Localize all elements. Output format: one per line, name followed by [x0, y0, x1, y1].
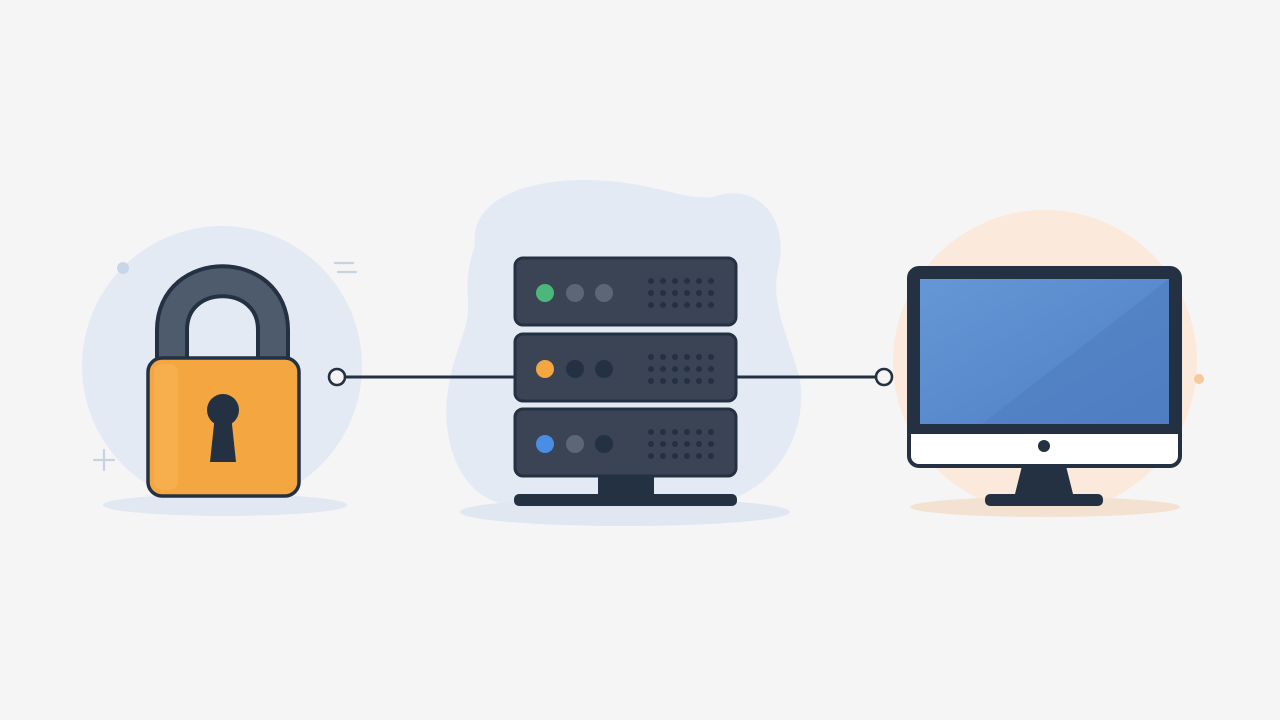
vent-hole — [648, 366, 654, 372]
vent-hole — [684, 453, 690, 459]
vent-hole — [684, 290, 690, 296]
connector-node — [327, 367, 347, 387]
vent-hole — [708, 278, 714, 284]
status-led-off — [595, 435, 613, 453]
status-led-green — [536, 284, 554, 302]
vent-hole — [648, 290, 654, 296]
vent-hole — [696, 278, 702, 284]
vent-hole — [684, 354, 690, 360]
status-led-off — [566, 435, 584, 453]
vent-hole — [672, 302, 678, 308]
vent-hole — [672, 378, 678, 384]
vent-hole — [672, 441, 678, 447]
status-led-off — [595, 284, 613, 302]
vent-hole — [648, 429, 654, 435]
vent-hole — [684, 366, 690, 372]
vent-grid — [648, 354, 714, 384]
vent-hole — [708, 354, 714, 360]
vent-hole — [696, 453, 702, 459]
lock-shadow — [103, 494, 347, 516]
server-rack-icon — [513, 256, 738, 506]
vent-hole — [648, 278, 654, 284]
monitor-stand-neck — [1014, 466, 1074, 498]
connector-node — [874, 367, 894, 387]
vent-hole — [684, 278, 690, 284]
server-unit-top — [513, 256, 738, 327]
vent-hole — [648, 453, 654, 459]
vent-hole — [660, 302, 666, 308]
vent-hole — [660, 354, 666, 360]
keyhole-icon — [207, 394, 239, 462]
vent-hole — [660, 290, 666, 296]
vent-hole — [648, 302, 654, 308]
vent-hole — [648, 441, 654, 447]
decor-dot — [117, 262, 129, 274]
monitor-shadow — [910, 497, 1180, 517]
vent-hole — [696, 366, 702, 372]
vent-hole — [672, 366, 678, 372]
vent-hole — [696, 378, 702, 384]
vent-hole — [696, 441, 702, 447]
power-button-icon — [1038, 440, 1050, 452]
vent-hole — [708, 453, 714, 459]
connector-server-client — [730, 367, 894, 387]
vent-hole — [708, 302, 714, 308]
vent-hole — [648, 354, 654, 360]
vent-hole — [672, 453, 678, 459]
server-stand-base — [514, 494, 737, 506]
vent-hole — [672, 354, 678, 360]
vent-hole — [672, 278, 678, 284]
server-unit-bottom — [513, 407, 738, 478]
decor-dash-icon — [333, 261, 358, 274]
vent-hole — [696, 354, 702, 360]
vent-hole — [684, 378, 690, 384]
vent-hole — [708, 441, 714, 447]
vent-grid — [648, 278, 714, 308]
server-stand-neck — [598, 476, 654, 496]
vent-hole — [660, 453, 666, 459]
vent-hole — [708, 290, 714, 296]
vent-hole — [684, 429, 690, 435]
monitor-stand-base — [985, 494, 1103, 506]
desktop-monitor-icon — [907, 266, 1182, 506]
vent-hole — [708, 366, 714, 372]
status-led-blue — [536, 435, 554, 453]
vent-hole — [672, 429, 678, 435]
status-led-off — [566, 284, 584, 302]
vent-hole — [708, 378, 714, 384]
vent-hole — [696, 429, 702, 435]
vent-hole — [660, 441, 666, 447]
status-led-off — [566, 360, 584, 378]
server-unit-middle — [513, 332, 738, 403]
vent-grid — [648, 429, 714, 459]
vent-hole — [708, 429, 714, 435]
status-led-off — [595, 360, 613, 378]
vent-hole — [660, 278, 666, 284]
connector-lock-server — [327, 367, 520, 387]
vent-hole — [660, 366, 666, 372]
decor-plus-icon — [92, 448, 116, 472]
vent-hole — [696, 290, 702, 296]
status-led-orange — [536, 360, 554, 378]
screen-reflection — [982, 279, 1169, 424]
vent-hole — [684, 441, 690, 447]
vent-hole — [696, 302, 702, 308]
vent-hole — [660, 378, 666, 384]
decor-dot — [1194, 374, 1204, 384]
vent-hole — [684, 302, 690, 308]
vent-hole — [648, 378, 654, 384]
vent-hole — [672, 290, 678, 296]
padlock-icon — [146, 264, 301, 498]
vent-hole — [660, 429, 666, 435]
